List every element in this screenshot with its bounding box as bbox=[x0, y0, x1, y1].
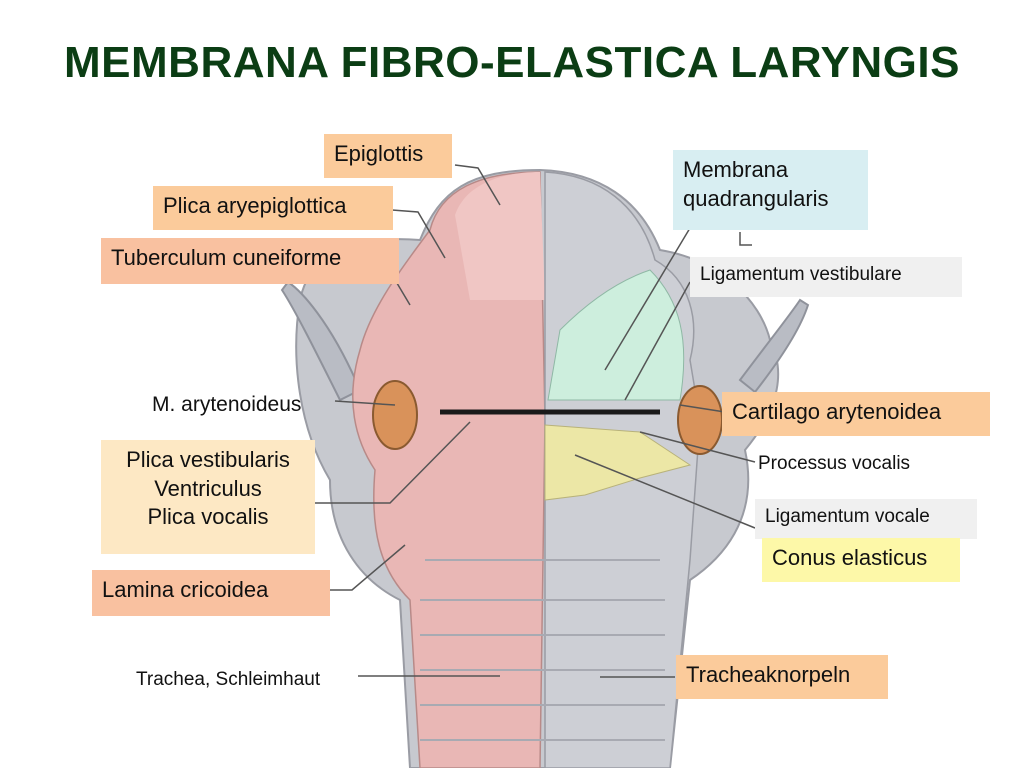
label-membrana-line2: quadrangularis bbox=[683, 185, 829, 211]
label-plica-vestibularis: Plica vestibularis bbox=[126, 447, 290, 472]
label-epiglottis: Epiglottis bbox=[324, 134, 452, 178]
label-membrana-line1: Membrana bbox=[683, 157, 789, 182]
epiglottis-shape bbox=[455, 172, 545, 300]
label-membrana-quadrangularis: Membrana quadrangularis bbox=[673, 150, 868, 230]
label-processus-vocalis: Processus vocalis bbox=[758, 453, 911, 474]
label-group-plica-ventriculus: Plica vestibularis Ventriculus Plica voc… bbox=[101, 440, 315, 554]
tracheal-rings bbox=[420, 559, 665, 741]
arytenoid-left bbox=[372, 380, 418, 450]
label-trachea-schleimhaut: Trachea, Schleimhaut bbox=[136, 669, 321, 690]
superior-horn-left bbox=[280, 280, 362, 402]
label-ligamentum-vocale: Ligamentum vocale bbox=[755, 499, 977, 539]
label-tracheaknorpeln: Tracheaknorpeln bbox=[676, 655, 888, 699]
label-lamina-cricoidea: Lamina cricoidea bbox=[92, 570, 330, 616]
mucosa-left bbox=[352, 171, 546, 768]
label-m-arytenoideus: M. arytenoideus bbox=[152, 393, 302, 416]
label-ventriculus: Ventriculus bbox=[154, 475, 262, 501]
label-cartilago-arytenoidea: Cartilago arytenoidea bbox=[722, 392, 990, 436]
label-tuberculum-cuneiforme: Tuberculum cuneiforme bbox=[101, 238, 399, 284]
label-plica-aryepiglottica: Plica aryepiglottica bbox=[153, 186, 393, 230]
membrana-quadrangularis-area bbox=[547, 269, 685, 401]
leader-lines bbox=[315, 164, 756, 678]
label-ligamentum-vestibulare: Ligamentum vestibulare bbox=[690, 257, 962, 297]
page-title: MEMBRANA FIBRO-ELASTICA LARYNGIS bbox=[64, 38, 960, 87]
label-conus-elasticus: Conus elasticus bbox=[762, 538, 960, 582]
label-plica-vocalis: Plica vocalis bbox=[147, 504, 269, 530]
